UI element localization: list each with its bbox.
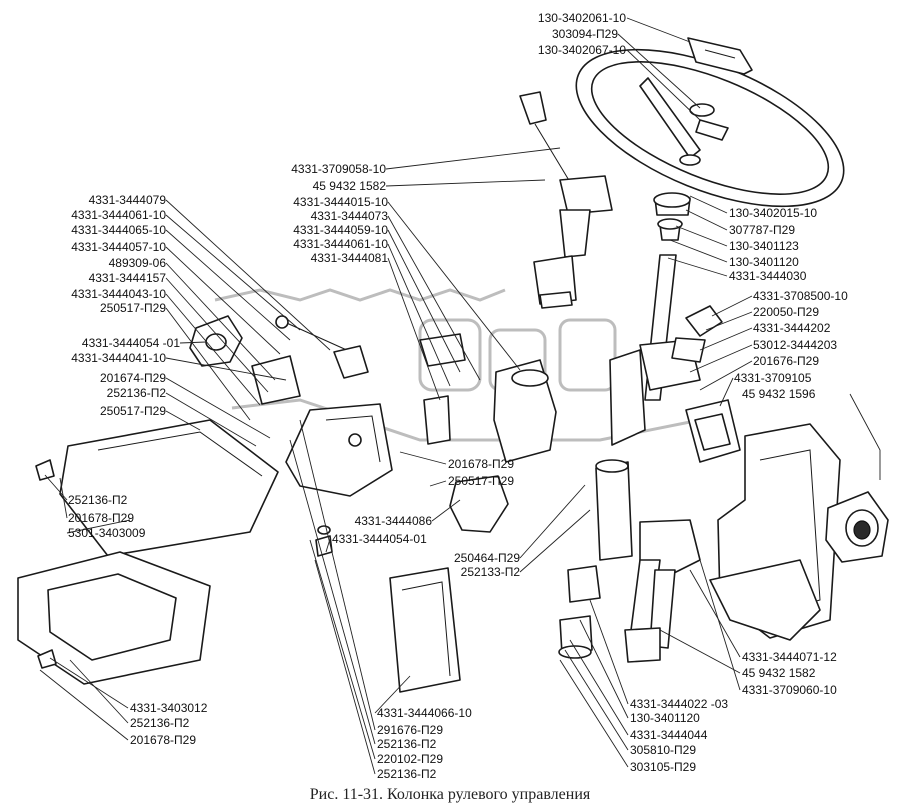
switch-housing: [709, 423, 841, 641]
callout-label: 252136-П2: [107, 386, 167, 400]
callout-label: 4331-3444071-12: [742, 650, 837, 664]
callout-label: 53012-3444203: [753, 338, 837, 352]
callout-label: 4331-3444015-10: [293, 195, 388, 209]
callout-label: 4331-3444157: [89, 271, 167, 285]
callout-label: 252133-П2: [461, 565, 521, 579]
floor-frame: [17, 551, 211, 685]
callout-label: 250464-П29: [454, 551, 520, 565]
callout-label: 250517-П29: [100, 404, 166, 418]
leader-lines: [39, 17, 881, 775]
ignition-lock: [825, 491, 889, 563]
callout-label: 130-3402015-10: [729, 206, 817, 220]
callout-group-left-bottom: 252136-П2 201678-П29 5301-3403009: [68, 493, 146, 540]
callout-label: 4331-3444054 -01: [82, 336, 180, 350]
wiper-switch: [624, 519, 701, 663]
callout-label: 4331-3444202: [753, 321, 831, 335]
callout-label: 252136-П2: [130, 716, 190, 730]
callout-label: 130-3402067-10: [538, 43, 626, 57]
callout-group-right: 130-3402015-10 307787-П29 130-3401123 13…: [729, 206, 848, 401]
callout-label: 45 9432 1582: [742, 666, 816, 680]
callout-group-center-mid: 201678-П29 250517-П29 4331-3444086 4331-…: [332, 457, 520, 579]
horn-emblem-cap: [687, 37, 753, 75]
turn-signal-switch: [519, 91, 613, 309]
callout-label: 4331-3444079: [89, 193, 167, 207]
callout-group-bottom-center: 4331-3444066-10 291676-П29 252136-П2 220…: [377, 706, 472, 781]
figure-caption: Рис. 11-31. Колонка рулевого управления: [309, 786, 591, 803]
callout-label: 4331-3444057-10: [71, 240, 166, 254]
callout-label: 4331-3444041-10: [71, 351, 166, 365]
callout-group-bottom-left: 4331-3403012 252136-П2 201678-П29: [130, 701, 208, 747]
callout-label: 45 9432 1582: [313, 179, 387, 193]
callout-group-left: 4331-3444079 4331-3444061-10 4331-344406…: [71, 193, 180, 418]
callout-label: 45 9432 1596: [742, 387, 816, 401]
callout-label: 4331-3444061-10: [293, 237, 388, 251]
callout-label: 201678-П29: [130, 733, 196, 747]
callout-label: 5301-3403009: [68, 526, 146, 540]
callout-label: 291676-П29: [377, 723, 443, 737]
callout-label: 4331-3708500-10: [753, 289, 848, 303]
callout-label: 201674-П29: [100, 371, 166, 385]
callout-label: 130-3402061-10: [538, 11, 626, 25]
callout-label: 4331-3444043-10: [71, 287, 166, 301]
callout-label: 4331-3444061-10: [71, 208, 166, 222]
callout-label: 4331-3403012: [130, 701, 208, 715]
bottom-cover: [389, 567, 461, 693]
callout-label: 4331-3444081: [311, 251, 389, 265]
callout-label: 201678-П29: [448, 457, 514, 471]
callout-label: 4331-3709058-10: [291, 162, 386, 176]
callout-label: 4331-3444022 -03: [630, 697, 728, 711]
callout-label: 252136-П2: [68, 493, 128, 507]
callout-label: 201678-П29: [68, 511, 134, 525]
callout-label: 130-3401123: [729, 239, 799, 253]
callout-label: 4331-3709105: [734, 371, 812, 385]
callout-label: 4331-3444030: [729, 269, 807, 283]
callout-label: 4331-3444073: [311, 209, 389, 223]
callout-label: 252136-П2: [377, 767, 437, 781]
callout-label: 303105-П29: [630, 760, 696, 774]
steering-wheel: [575, 48, 845, 208]
callout-label: 250517-П29: [448, 474, 514, 488]
callout-label: 489309-06: [109, 256, 167, 270]
callout-label: 252136-П2: [377, 737, 437, 751]
right-knob: [449, 475, 509, 533]
callout-label: 220050-П29: [753, 305, 819, 319]
column-housing: [419, 333, 557, 463]
callout-label: 303094-П29: [552, 27, 618, 41]
callout-label: 305810-П29: [630, 743, 696, 757]
callout-label: 201676-П29: [753, 354, 819, 368]
callout-label: 4331-3444065-10: [71, 223, 166, 237]
tilt-spring: [251, 315, 369, 405]
callout-label: 130-3401120: [729, 255, 799, 269]
callout-label: 4331-3444044: [630, 728, 708, 742]
callout-label: 4331-3444059-10: [293, 223, 388, 237]
callout-label: 220102-П29: [377, 752, 443, 766]
lower-cover: [59, 419, 279, 557]
callout-label: 307787-П29: [729, 223, 795, 237]
callout-group-top-right: 130-3402061-10 303094-П29 130-3402067-10: [538, 11, 626, 57]
callout-label: 130-3401120: [630, 711, 700, 725]
callout-label: 4331-3709060-10: [742, 683, 837, 697]
ignition-switch: [671, 305, 741, 463]
adjust-knob: [189, 315, 243, 367]
callout-group-center-top: 4331-3709058-10 45 9432 1582 4331-344401…: [291, 162, 388, 265]
callout-label: 4331-3444086: [355, 514, 433, 528]
callout-label: 4331-3444066-10: [377, 706, 472, 720]
steering-shaft-lower: [558, 459, 633, 659]
callout-group-bottom-right: 4331-3444071-12 45 9432 1582 4331-370906…: [630, 650, 837, 774]
callout-label: 250517-П29: [100, 301, 166, 315]
callout-label: 4331-3444054-01: [332, 532, 427, 546]
